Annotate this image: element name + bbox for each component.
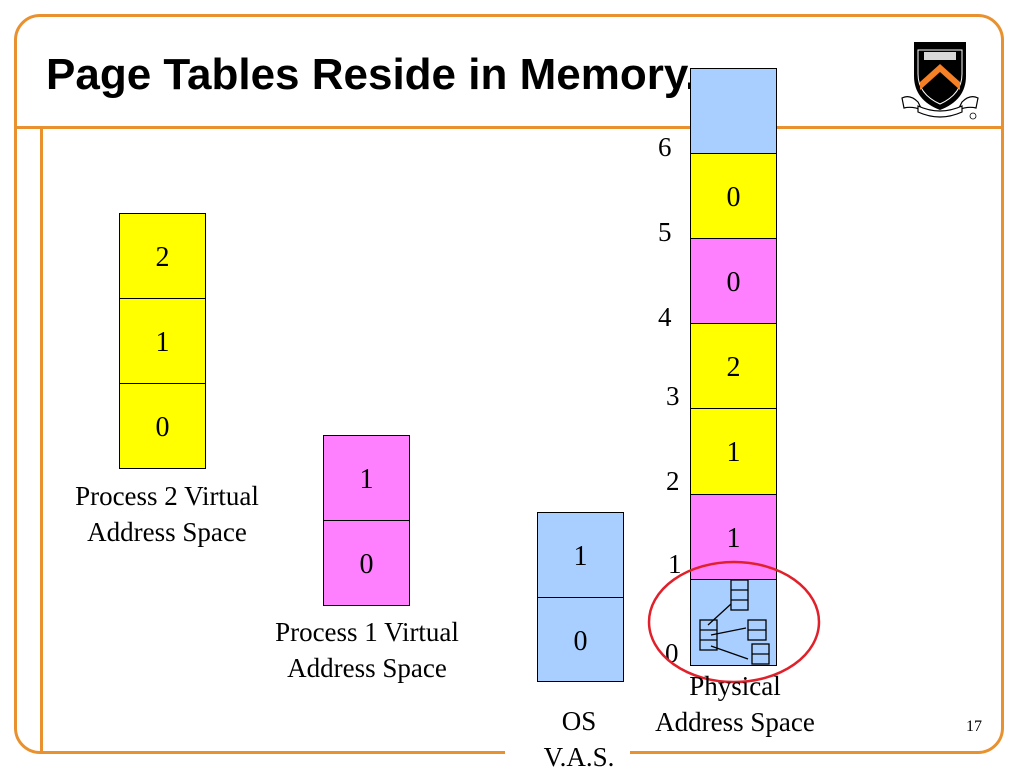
- physical-address-space: 0 0 2 1 1: [690, 68, 777, 666]
- frame-number: 3: [666, 381, 680, 411]
- process1-address-space: 1 0: [323, 435, 410, 606]
- physical-frame: 1: [690, 409, 777, 495]
- process1-page: 1: [323, 435, 410, 521]
- process2-page: 0: [119, 384, 206, 469]
- process2-label: Process 2 Virtual Address Space: [75, 481, 259, 547]
- process1-page: 0: [323, 521, 410, 606]
- os-label: OS V.A.S.: [543, 706, 615, 772]
- physical-label: Physical Address Space: [655, 671, 815, 737]
- os-address-space: 1 0: [537, 512, 624, 682]
- frame-number: 6: [658, 132, 672, 162]
- highlight-circle: [647, 560, 821, 684]
- slide-title: Page Tables Reside in Memory...: [46, 50, 722, 99]
- process1-label: Process 1 Virtual Address Space: [275, 617, 459, 683]
- page-table-structure-icon: [699, 579, 770, 665]
- os-page: 1: [537, 512, 624, 598]
- physical-frame: [690, 68, 777, 154]
- physical-frame: 2: [690, 324, 777, 409]
- frame-number: 1: [668, 549, 682, 579]
- left-divider: [40, 128, 43, 754]
- frame-gap: [505, 748, 630, 760]
- frame-number: 4: [658, 302, 672, 332]
- process2-address-space: 2 1 0: [119, 213, 206, 469]
- university-shield-icon: [901, 42, 979, 120]
- physical-frame: 0: [690, 239, 777, 324]
- physical-frame-page-tables: [690, 580, 777, 666]
- physical-frame: 0: [690, 154, 777, 239]
- slide-number: 17: [966, 718, 982, 735]
- process2-page: 2: [119, 213, 206, 299]
- title-divider: [17, 126, 1004, 129]
- process2-page: 1: [119, 299, 206, 384]
- frame-number: 5: [658, 217, 672, 247]
- frame-number: 2: [666, 466, 680, 496]
- os-page: 0: [537, 598, 624, 682]
